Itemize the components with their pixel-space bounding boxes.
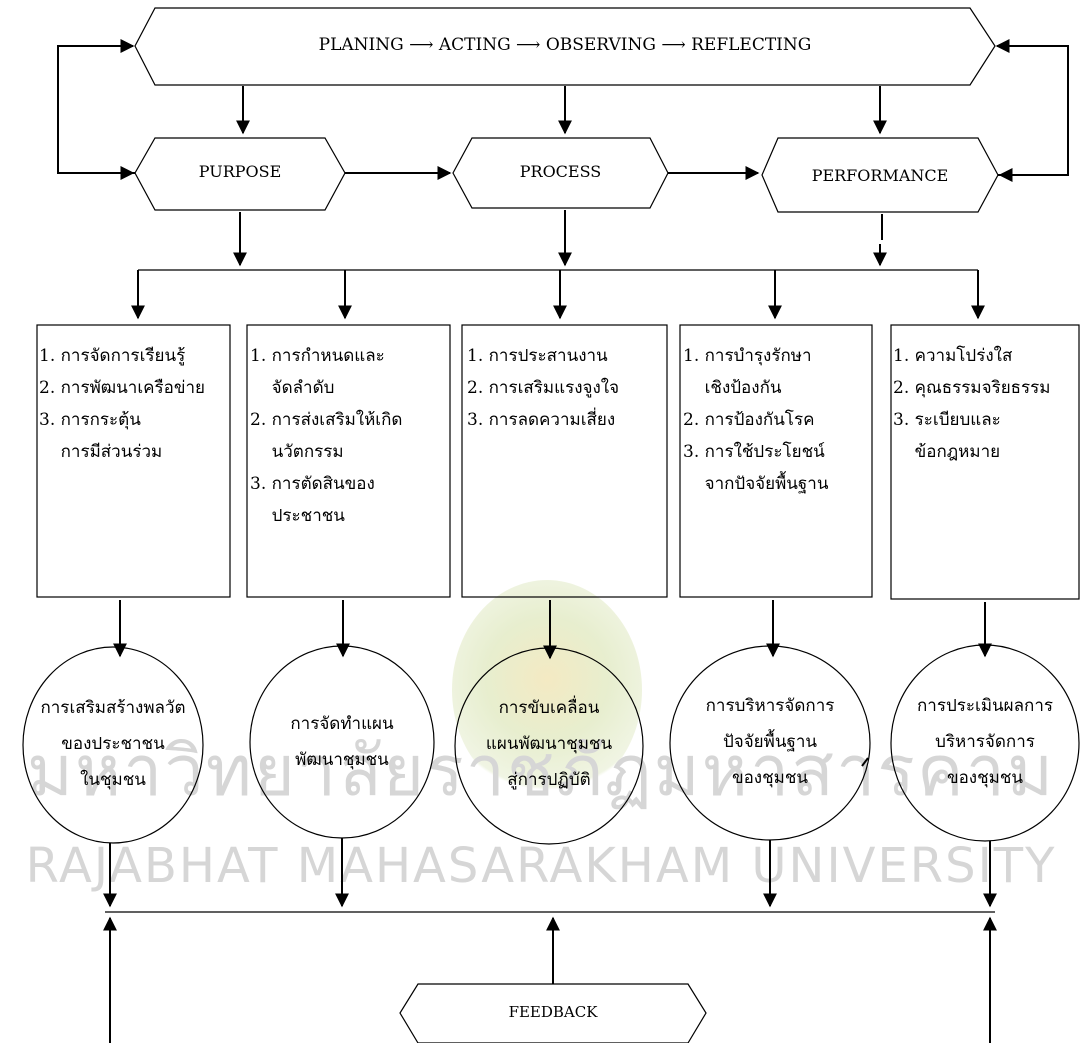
- cycle-hexagon: [134, 7, 996, 86]
- performance-hexagon: [761, 137, 999, 213]
- circle-line: การจัดทำแผน: [290, 714, 394, 734]
- box-process-coordination: [461, 324, 668, 598]
- box-line: การมีส่วนร่วม: [39, 442, 163, 462]
- box-line: 3. การใช้ประโยชน์: [683, 442, 825, 462]
- circle-text-4: การบริหารจัดการ ปัจจัยพื้นฐาน ของชุมชน: [680, 688, 860, 796]
- box-text-5: 1. ความโปร่งใส 2. คุณธรรมจริยธรรม 3. ระเ…: [893, 340, 1051, 468]
- box-text-1: 1. การจัดการเรียนรู้ 2. การพัฒนาเครือข่า…: [39, 340, 205, 468]
- circle-line: บริหารจัดการ: [935, 732, 1035, 752]
- box-line: จากปัจจัยพื้นฐาน: [683, 474, 829, 494]
- box-line: 1. ความโปร่งใส: [893, 346, 1013, 366]
- university-seal-watermark: [452, 580, 642, 800]
- stage-performance-label: PERFORMANCE: [811, 166, 949, 185]
- box-line: 2. คุณธรรมจริยธรรม: [893, 378, 1051, 398]
- stage-purpose-label: PURPOSE: [198, 162, 282, 181]
- circle-line: ของชุมชน: [731, 768, 809, 788]
- box-performance-transparency: [890, 324, 1080, 600]
- box-line: 1. การบำรุงรักษา: [683, 346, 812, 366]
- box-line: 1. การจัดการเรียนรู้: [39, 346, 186, 366]
- box-line: นวัตกรรม: [250, 442, 344, 462]
- circle-line: การขับเคลื่อน: [498, 698, 600, 718]
- stage-process-label: PROCESS: [519, 162, 602, 181]
- circle-line: การเสริมสร้างพลวัต: [40, 698, 186, 718]
- feedback-label: FEEDBACK: [508, 1003, 598, 1021]
- feedback-hexagon: [399, 983, 707, 1043]
- circle-line: พัฒนาชุมชน: [295, 750, 389, 770]
- circle-community-dynamics: [22, 646, 204, 844]
- watermark-english: RAJABHAT MAHASARAKHAM UNIVERSITY: [25, 838, 1057, 894]
- box-line: 1. การกำหนดและ: [250, 346, 385, 366]
- box-line: 3. การกระตุ้น: [39, 410, 141, 430]
- circle-line: ในชุมชน: [80, 770, 146, 790]
- left-loop-connector: [57, 39, 135, 174]
- circle-line: ของประชาชน: [61, 734, 165, 754]
- box-text-2: 1. การกำหนดและ จัดลำดับ 2. การส่งเสริมให…: [250, 340, 402, 532]
- circle-text-3: การขับเคลื่อน แผนพัฒนาชุมชน สู่การปฏิบัต…: [459, 690, 639, 798]
- circle-line: สู่การปฏิบัติ: [507, 770, 591, 790]
- circle-line: แผนพัฒนาชุมชน: [485, 734, 613, 754]
- circle-text-2: การจัดทำแผน พัฒนาชุมชน: [252, 706, 432, 778]
- box-process-maintenance: [679, 324, 873, 598]
- circle-text-1: การเสริมสร้างพลวัต ของประชาชน ในชุมชน: [23, 690, 203, 798]
- box-purpose-planning: [246, 324, 451, 598]
- box-line: 2. การเสริมแรงจูงใจ: [467, 378, 620, 398]
- box-line: เชิงป้องกัน: [683, 378, 782, 398]
- circle-line: การประเมินผลการ: [916, 696, 1053, 716]
- box-text-3: 1. การประสานงาน 2. การเสริมแรงจูงใจ 3. ก…: [467, 340, 619, 436]
- circle-line: ของชุมชน: [946, 768, 1024, 788]
- watermark-thai: มหาวิทยาลัยราชภัฏมหาสารคาม: [26, 730, 1056, 812]
- box-purpose-learning: [36, 324, 231, 598]
- circle-line: ปัจจัยพื้นฐาน: [722, 732, 818, 752]
- process-hexagon: [452, 137, 669, 209]
- box-line: 2. การส่งเสริมให้เกิด: [250, 410, 403, 430]
- box-line: 3. การลดความเสี่ยง: [467, 410, 616, 430]
- circle-plan-implementation: [454, 647, 644, 845]
- box-line: 2. การป้องกันโรค: [683, 410, 815, 430]
- circle-evaluation: [890, 644, 1080, 842]
- box-line: ประชาชน: [250, 506, 345, 526]
- cycle-label: PLANING ⟶ ACTING ⟶ OBSERVING ⟶ REFLECTIN…: [318, 35, 812, 55]
- box-line: 2. การพัฒนาเครือข่าย: [39, 378, 205, 398]
- box-line: จัดลำดับ: [250, 378, 335, 398]
- box-line: 1. การประสานงาน: [467, 346, 608, 366]
- box-line: 3. การตัดสินของ: [250, 474, 375, 494]
- box-line: 3. ระเบียบและ: [893, 410, 1001, 430]
- box-line: ข้อกฎหมาย: [893, 442, 1001, 462]
- box-text-4: 1. การบำรุงรักษา เชิงป้องกัน 2. การป้องก…: [683, 340, 828, 500]
- circle-text-5: การประเมินผลการ บริหารจัดการ ของชุมชน: [895, 688, 1075, 796]
- right-loop-connector: [995, 39, 1069, 176]
- circle-line: การบริหารจัดการ: [705, 696, 835, 716]
